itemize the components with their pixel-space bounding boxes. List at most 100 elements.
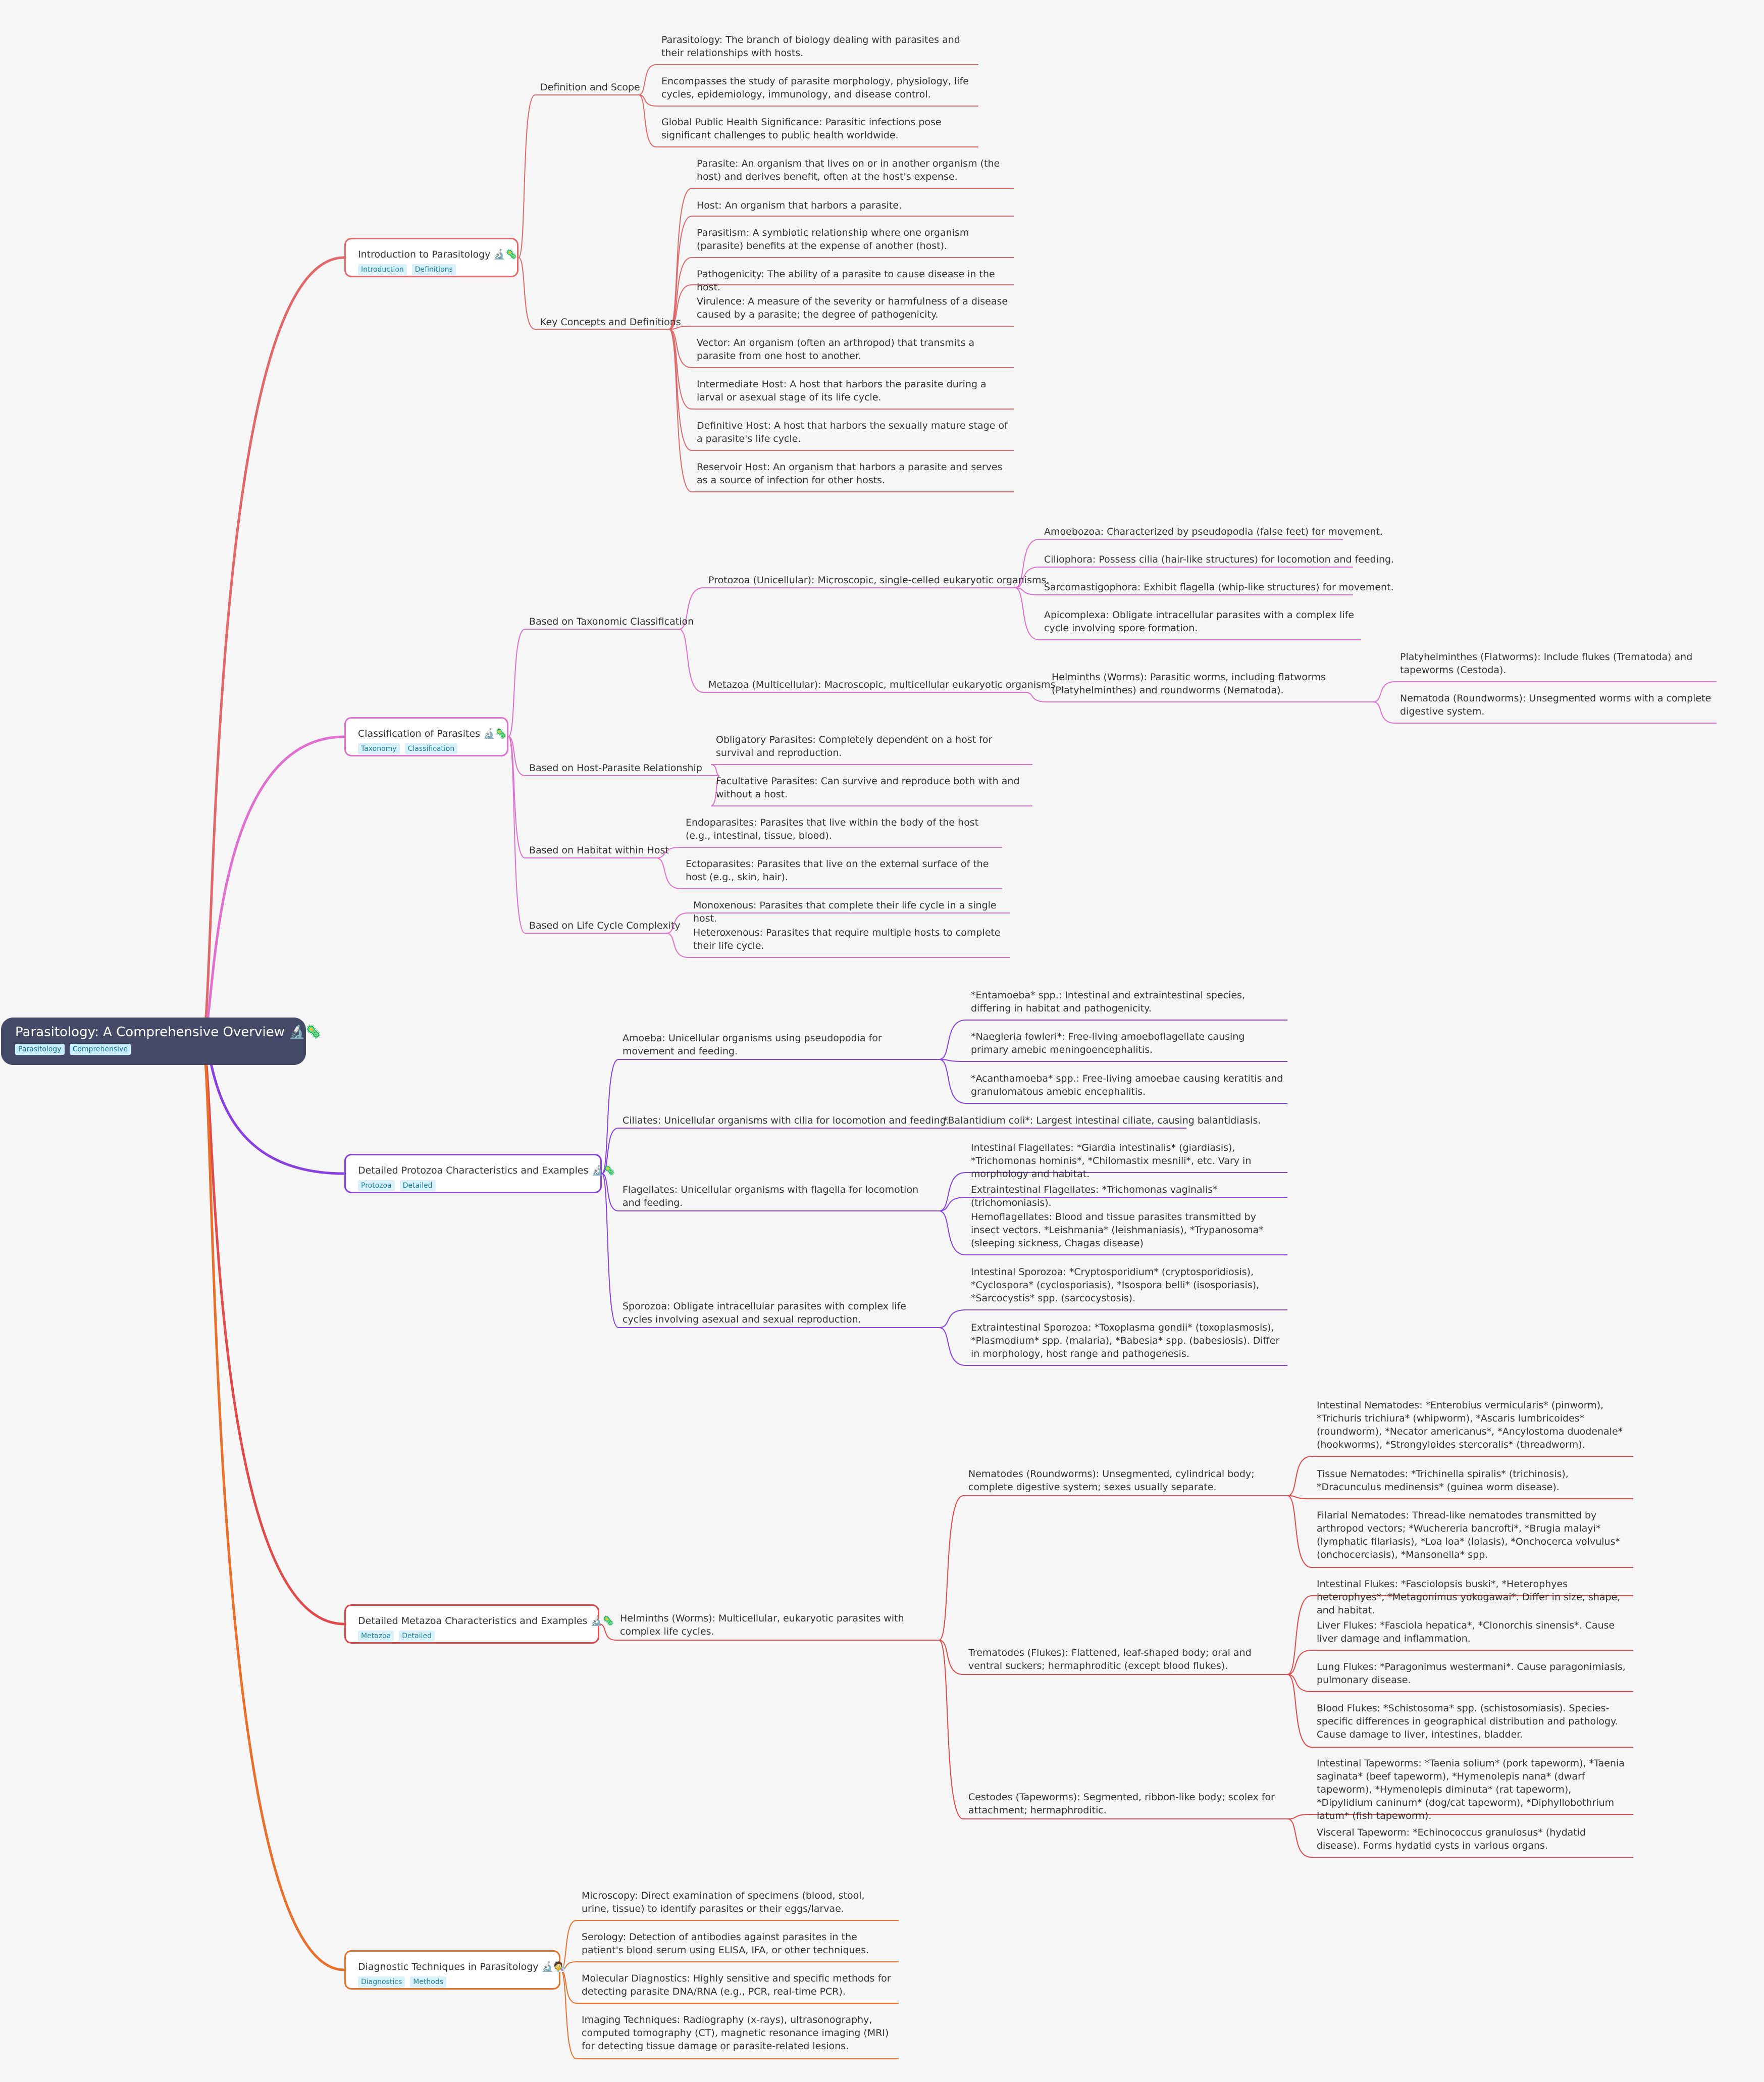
- connector: [638, 94, 657, 147]
- leaf-node[interactable]: Apicomplexa: Obligate intracellular para…: [1044, 610, 1355, 634]
- connector: [1014, 587, 1040, 640]
- tag: Classification: [404, 743, 458, 754]
- connector: [939, 1059, 966, 1062]
- connector: [668, 216, 692, 330]
- node-amoeba[interactable]: Amoeba: Unicellular organisms using pseu…: [622, 1033, 882, 1057]
- leaf-node[interactable]: Hemoflagellates: Blood and tissue parasi…: [971, 1211, 1264, 1249]
- leaf-node[interactable]: Parasitology: The branch of biology deal…: [661, 34, 960, 59]
- node-life-cycle[interactable]: Based on Life Cycle Complexity: [529, 920, 681, 931]
- leaf-node[interactable]: Blood Flukes: *Schistosoma* spp. (schist…: [1317, 1703, 1618, 1740]
- leaf-node[interactable]: Ciliophora: Possess cilia (hair-like str…: [1044, 554, 1394, 565]
- leaf-node[interactable]: Definitive Host: A host that harbors the…: [697, 420, 1008, 444]
- branch-metazoa[interactable]: Detailed Metazoa Characteristics and Exa…: [344, 1604, 614, 1644]
- leaf-node[interactable]: Ectoparasites: Parasites that live on th…: [686, 858, 989, 883]
- node-flagellates[interactable]: Flagellates: Unicellular organisms with …: [622, 1184, 919, 1208]
- connector: [508, 736, 526, 776]
- leaf-node[interactable]: Host: An organism that harbors a parasit…: [697, 200, 902, 211]
- leaf-node[interactable]: Extraintestinal Flagellates: *Trichomona…: [971, 1184, 1218, 1208]
- leaf-node[interactable]: Nematoda (Roundworms): Unsegmented worms…: [1400, 693, 1711, 717]
- leaf-node[interactable]: Endoparasites: Parasites that live withi…: [686, 817, 979, 841]
- leaf-node[interactable]: Filarial Nematodes: Thread-like nematode…: [1317, 1510, 1620, 1560]
- connector: [668, 329, 692, 410]
- leaf-node[interactable]: Serology: Detection of antibodies agains…: [582, 1932, 869, 1956]
- tag: Protozoa: [358, 1180, 395, 1191]
- leaf-node[interactable]: Intermediate Host: A host that harbors t…: [697, 379, 987, 403]
- leaf-node[interactable]: Vector: An organism (often an arthropod)…: [697, 337, 975, 362]
- leaf-node[interactable]: Heteroxenous: Parasites that require mul…: [693, 927, 1001, 951]
- connector: [1287, 1595, 1312, 1675]
- leaf-node[interactable]: Visceral Tapeworm: *Echinococcus granulo…: [1317, 1827, 1586, 1851]
- leaf-node[interactable]: Monoxenous: Parasites that complete thei…: [693, 900, 997, 924]
- leaf-node[interactable]: Molecular Diagnostics: Highly sensitive …: [582, 1973, 891, 1997]
- leaf-node[interactable]: *Naegleria fowleri*: Free-living amoebof…: [971, 1031, 1245, 1055]
- connector: [1287, 1674, 1312, 1692]
- node-habitat[interactable]: Based on Habitat within Host: [529, 845, 669, 856]
- leaf-node[interactable]: Imaging Techniques: Radiography (x-rays)…: [582, 2014, 889, 2052]
- leaf-node[interactable]: Parasitism: A symbiotic relationship whe…: [697, 227, 969, 251]
- root-node[interactable]: Parasitology: A Comprehensive Overview 🔬…: [1, 1018, 322, 1065]
- leaf-node[interactable]: Liver Flukes: *Fasciola hepatica*, *Clon…: [1317, 1620, 1615, 1644]
- branch-diagnostics[interactable]: Diagnostic Techniques in Parasitology 🔬🧑…: [344, 1950, 565, 1990]
- leaf-node[interactable]: *Acanthamoeba* spp.: Free-living amoebae…: [971, 1073, 1283, 1097]
- node-metazoa[interactable]: Metazoa (Multicellular): Macroscopic, mu…: [708, 679, 1059, 690]
- leaf-node[interactable]: Platyhelminthes (Flatworms): Include flu…: [1400, 651, 1693, 676]
- leaf-node[interactable]: Intestinal Flagellates: *Giardia intesti…: [971, 1142, 1252, 1180]
- connector: [508, 736, 526, 934]
- branch-title: Introduction to Parasitology 🔬🦠: [358, 249, 517, 260]
- node-sporozoa[interactable]: Sporozoa: Obligate intracellular parasit…: [622, 1301, 906, 1325]
- branch-title: Diagnostic Techniques in Parasitology 🔬🧑…: [358, 1961, 565, 1972]
- tag: Diagnostics: [358, 1976, 405, 1988]
- node-host-parasite[interactable]: Based on Host-Parasite Relationship: [529, 763, 702, 774]
- connector: [1287, 1456, 1312, 1496]
- leaf-node[interactable]: Facultative Parasites: Can survive and r…: [716, 776, 1020, 800]
- leaf-node[interactable]: Intestinal Tapeworms: *Taenia solium* (p…: [1317, 1758, 1625, 1821]
- node-trematodes[interactable]: Trematodes (Flukes): Flattened, leaf-sha…: [968, 1647, 1252, 1671]
- node-nematodes[interactable]: Nematodes (Roundworms): Unsegmented, cyl…: [968, 1468, 1255, 1493]
- connector: [939, 1640, 964, 1675]
- leaf-node[interactable]: Parasite: An organism that lives on or i…: [697, 158, 1000, 182]
- branch-connector: [200, 1040, 345, 1626]
- connector: [601, 1059, 619, 1174]
- branch-introduction[interactable]: Introduction to Parasitology 🔬🦠 Introduc…: [344, 238, 518, 277]
- connector: [1287, 1650, 1312, 1675]
- branch-connector: [200, 256, 345, 1043]
- leaf-node[interactable]: Obligatory Parasites: Completely depende…: [716, 734, 993, 758]
- connector: [939, 1640, 964, 1819]
- leaf-node[interactable]: Virulence: A measure of the severity or …: [697, 296, 1008, 320]
- leaf-node[interactable]: Sarcomastigophora: Exhibit flagella (whi…: [1044, 582, 1394, 593]
- leaf-node[interactable]: Lung Flukes: *Paragonimus westermani*. C…: [1317, 1661, 1626, 1686]
- leaf-node[interactable]: Pathogenicity: The ability of a parasite…: [697, 269, 995, 293]
- leaf-node[interactable]: Intestinal Flukes: *Fasciolopsis buski*,…: [1317, 1579, 1621, 1616]
- node-definition-scope[interactable]: Definition and Scope: [540, 82, 640, 93]
- node-cestodes[interactable]: Cestodes (Tapeworms): Segmented, ribbon-…: [968, 1792, 1275, 1816]
- connector: [1024, 692, 1047, 702]
- leaf-node[interactable]: Intestinal Nematodes: *Enterobius vermic…: [1317, 1400, 1623, 1450]
- node-ciliates[interactable]: Ciliates: Unicellular organisms with cil…: [622, 1115, 949, 1126]
- connector: [668, 329, 692, 368]
- node-helminths[interactable]: Helminths (Worms): Parasitic worms, incl…: [1052, 672, 1326, 696]
- connector: [1373, 681, 1395, 702]
- leaf-node[interactable]: *Balantidium coli*: Largest intestinal c…: [943, 1115, 1261, 1126]
- branch-connector: [201, 735, 345, 1043]
- connector: [939, 1309, 966, 1328]
- connector: [668, 257, 692, 330]
- node-taxonomic[interactable]: Based on Taxonomic Classification: [529, 616, 694, 627]
- node-protozoa[interactable]: Protozoa (Unicellular): Microscopic, sin…: [708, 575, 1050, 586]
- leaf-node[interactable]: Global Public Health Significance: Paras…: [661, 117, 942, 141]
- leaf-node[interactable]: Intestinal Sporozoa: *Cryptosporidium* (…: [971, 1266, 1260, 1304]
- leaf-node[interactable]: Microscopy: Direct examination of specim…: [582, 1890, 865, 1914]
- leaf-node[interactable]: *Entamoeba* spp.: Intestinal and extrain…: [971, 990, 1246, 1014]
- branch-protozoa[interactable]: Detailed Protozoa Characteristics and Ex…: [344, 1154, 615, 1193]
- leaf-node[interactable]: Tissue Nematodes: *Trichinella spiralis*…: [1317, 1468, 1569, 1493]
- node-helminths-worms[interactable]: Helminths (Worms): Multicellular, eukary…: [620, 1613, 904, 1637]
- tag: Definitions: [411, 264, 456, 275]
- connector: [1287, 1818, 1312, 1858]
- branch-title: Detailed Metazoa Characteristics and Exa…: [358, 1615, 614, 1627]
- leaf-node[interactable]: Extraintestinal Sporozoa: *Toxoplasma go…: [971, 1322, 1280, 1359]
- leaf-node[interactable]: Reservoir Host: An organism that harbors…: [697, 462, 1003, 486]
- node-key-concepts[interactable]: Key Concepts and Definitions: [540, 317, 681, 328]
- leaf-node[interactable]: Encompasses the study of parasite morpho…: [661, 76, 969, 100]
- leaf-node[interactable]: Amoebozoa: Characterized by pseudopodia …: [1044, 526, 1383, 537]
